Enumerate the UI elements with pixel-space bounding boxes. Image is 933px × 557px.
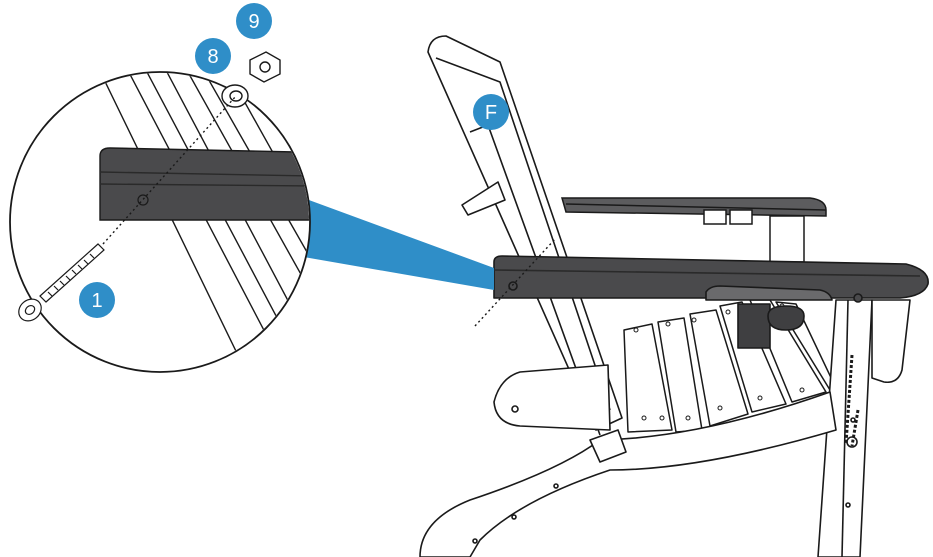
seat-slats — [623, 299, 835, 433]
callout-washer-label: 8 — [207, 46, 218, 68]
callout-chair-back-circle — [473, 94, 509, 130]
chain — [844, 354, 860, 447]
callout-chair-back: F — [473, 94, 509, 130]
bolt — [18, 243, 105, 322]
front-leg — [817, 299, 911, 557]
assembly-axis — [102, 95, 557, 327]
callout-nut-label: 9 — [248, 11, 259, 33]
side-rail — [419, 364, 837, 557]
washer — [221, 84, 249, 108]
callout-nut-circle — [236, 3, 272, 39]
callout-bolt: 1 — [79, 282, 115, 318]
callout-chair-back-label: F — [485, 102, 497, 124]
callout-bolt-label: 1 — [91, 290, 102, 312]
nut — [249, 51, 281, 83]
rear-armrest — [561, 197, 827, 263]
slat-screws — [633, 303, 805, 421]
callout-nut: 9 — [236, 3, 272, 39]
callout-washer: 8 — [195, 38, 231, 74]
front-armrest — [493, 255, 929, 349]
callout-washer-circle — [195, 38, 231, 74]
detail-connector — [298, 196, 494, 290]
detail-circle — [9, 71, 311, 373]
callout-bolt-circle — [79, 282, 115, 318]
